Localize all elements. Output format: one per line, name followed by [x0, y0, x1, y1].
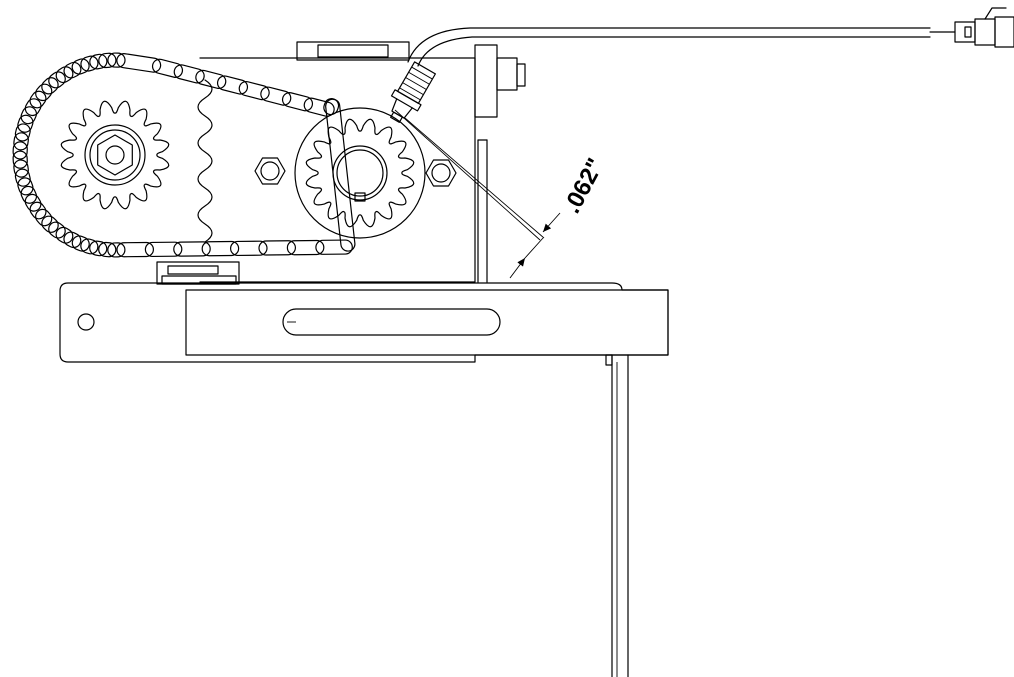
mount-hole [77, 313, 95, 331]
chain-link [63, 231, 82, 249]
chain-link [151, 58, 184, 78]
sensor-cable [407, 27, 956, 67]
chain-link [29, 90, 47, 109]
spacer-block [156, 261, 240, 285]
chain-link [20, 185, 38, 204]
chain-link [201, 240, 240, 257]
chain-link [116, 53, 162, 73]
chain-link [173, 64, 205, 84]
chain-link [17, 177, 34, 196]
support-post [605, 354, 629, 677]
chain-link [12, 150, 28, 169]
chain-link [98, 52, 117, 69]
chain-link [17, 114, 34, 133]
chain-link [29, 201, 47, 220]
hex-nut-left [254, 157, 286, 185]
driven-hub [294, 107, 426, 239]
proximity-sensor [390, 61, 436, 123]
chain-link [14, 168, 31, 187]
chain-link [89, 53, 108, 70]
chain-link [173, 241, 211, 257]
chain-link [63, 61, 82, 79]
housing-plate [199, 41, 526, 283]
chain-link [107, 52, 126, 68]
chain-link [20, 106, 38, 125]
chain-link [325, 98, 356, 252]
chain-link [89, 240, 108, 257]
chain-link [195, 69, 227, 90]
chain-link [303, 97, 335, 117]
chain-link [315, 239, 353, 255]
chain-link [24, 98, 42, 117]
chain-link [216, 75, 249, 95]
drive-sprocket-teeth [60, 100, 170, 210]
drive-hub [84, 124, 146, 186]
chain-inner-profile [197, 79, 213, 243]
chain-link [71, 58, 90, 75]
chain-link [24, 193, 42, 212]
chain-link [48, 71, 66, 89]
chain-link [286, 239, 325, 256]
chain-link [80, 55, 99, 72]
cable-connector [954, 7, 1014, 48]
chain-link [14, 123, 31, 142]
chain-link [80, 238, 99, 255]
chain-link [71, 235, 90, 252]
dimension-label: .062" [558, 154, 609, 218]
sensor-gap-lines [394, 109, 545, 241]
adjustment-slot [282, 308, 501, 336]
chain-link [41, 215, 59, 233]
chain-link [13, 159, 29, 178]
chain-link [116, 241, 154, 258]
chain-link [144, 241, 183, 258]
chain-link [12, 141, 28, 160]
chain-link [35, 83, 53, 102]
chain-link [260, 86, 292, 106]
chain-link [281, 92, 314, 112]
driven-sprocket [305, 118, 415, 228]
chain-link [258, 240, 296, 256]
chain-link [323, 98, 340, 116]
chain-link [238, 80, 270, 101]
roller-chain [12, 52, 356, 258]
chain-link [41, 77, 59, 95]
chain-link [13, 132, 29, 151]
mounting-bracket [59, 282, 669, 363]
drive-sprocket [60, 100, 170, 210]
chain-link [35, 208, 53, 227]
gap-dimension: .062" [509, 154, 610, 279]
hex-nut-right [425, 159, 457, 187]
chain-link [55, 66, 74, 84]
chain-link [55, 226, 74, 244]
chain-link [48, 221, 66, 239]
chain-link [230, 240, 268, 257]
driven-sprocket-teeth [305, 118, 415, 228]
chain-link [98, 241, 117, 258]
chain-link [107, 242, 126, 258]
